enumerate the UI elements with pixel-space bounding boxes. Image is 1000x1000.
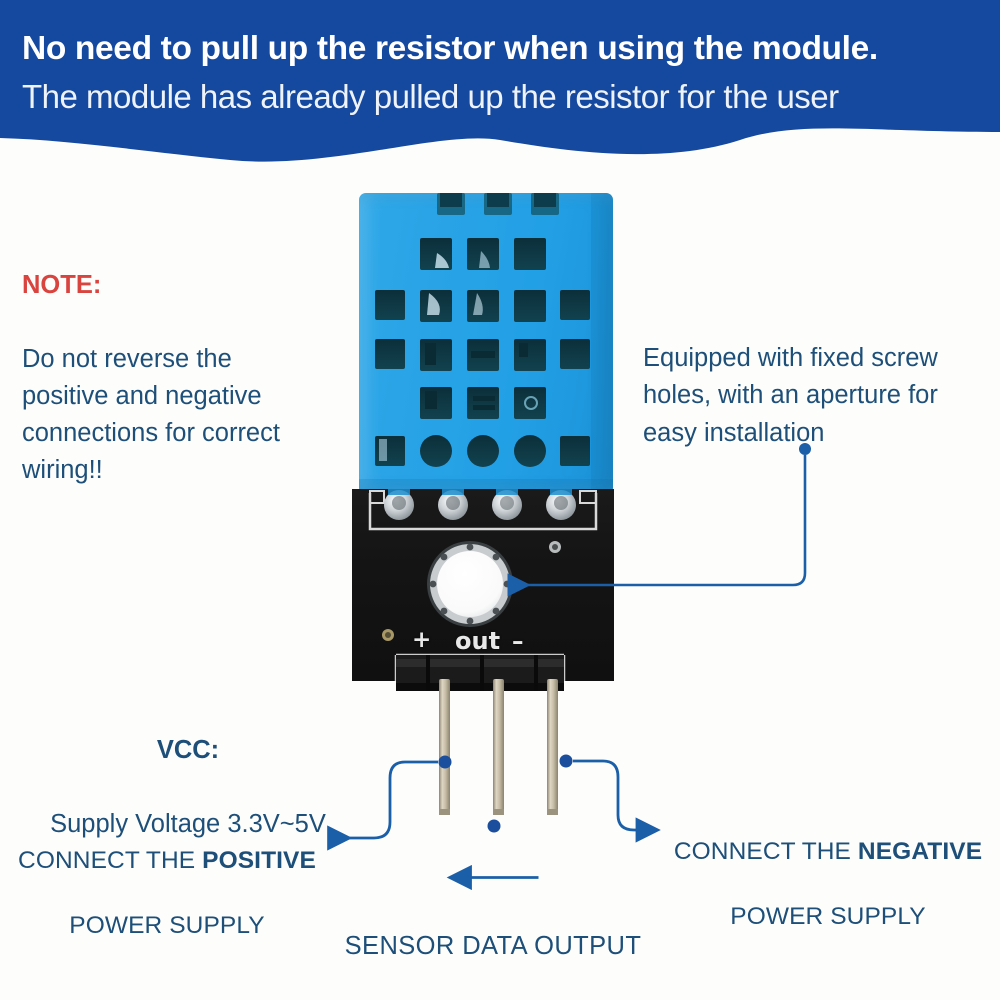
silkscreen-plus: + xyxy=(412,627,432,653)
vcc-annotation: VCC: Supply Voltage 3.3V~5V xyxy=(18,695,358,880)
note-body: Do not reverse the positive and negative… xyxy=(22,344,280,484)
vcc-heading: VCC: xyxy=(156,735,220,764)
negative-supply-annotation: CONNECT THE NEGATIVE POWER SUPPLY xyxy=(663,803,993,967)
sensor-output-annotation: SENSOR DATA OUTPUT xyxy=(344,932,642,960)
positive-supply-prefix: CONNECT THE xyxy=(18,846,203,874)
dht11-sensor-module: + out – xyxy=(352,193,614,853)
negative-supply-line2: POWER SUPPLY xyxy=(730,903,926,931)
grille-vent-pattern xyxy=(359,193,613,491)
note-heading: NOTE: xyxy=(22,270,102,299)
positive-supply-line2: POWER SUPPLY xyxy=(69,912,265,940)
pin-header xyxy=(396,655,564,815)
sensor-grille xyxy=(359,193,613,491)
vcc-body: Supply Voltage 3.3V~5V xyxy=(50,809,326,838)
banner-headline: No need to pull up the resistor when usi… xyxy=(22,30,878,67)
banner-shape xyxy=(0,0,1000,162)
screw-hole-annotation: Equipped with fixed screw holes, with an… xyxy=(643,344,938,447)
positive-supply-annotation: CONNECT THE POSITIVE POWER SUPPLY xyxy=(12,812,322,976)
silkscreen-out: out xyxy=(455,627,501,655)
positive-supply-emphasis: POSITIVE xyxy=(202,846,316,874)
pcb-details xyxy=(368,489,598,681)
header-banner: No need to pull up the resistor when usi… xyxy=(0,0,1000,172)
silkscreen-minus: – xyxy=(512,629,524,655)
negative-supply-prefix: CONNECT THE xyxy=(673,837,858,865)
pcb-board: + out – xyxy=(352,489,614,681)
banner-subheadline: The module has already pulled up the res… xyxy=(22,78,839,115)
banner-text-group: No need to pull up the resistor when usi… xyxy=(0,0,1000,140)
negative-supply-emphasis: NEGATIVE xyxy=(857,837,983,865)
note-annotation: NOTE: Do not reverse the positive and ne… xyxy=(22,230,352,526)
negative-supply-line1: CONNECT THE NEGATIVE xyxy=(663,836,993,869)
positive-supply-line1: CONNECT THE POSITIVE xyxy=(12,845,322,878)
